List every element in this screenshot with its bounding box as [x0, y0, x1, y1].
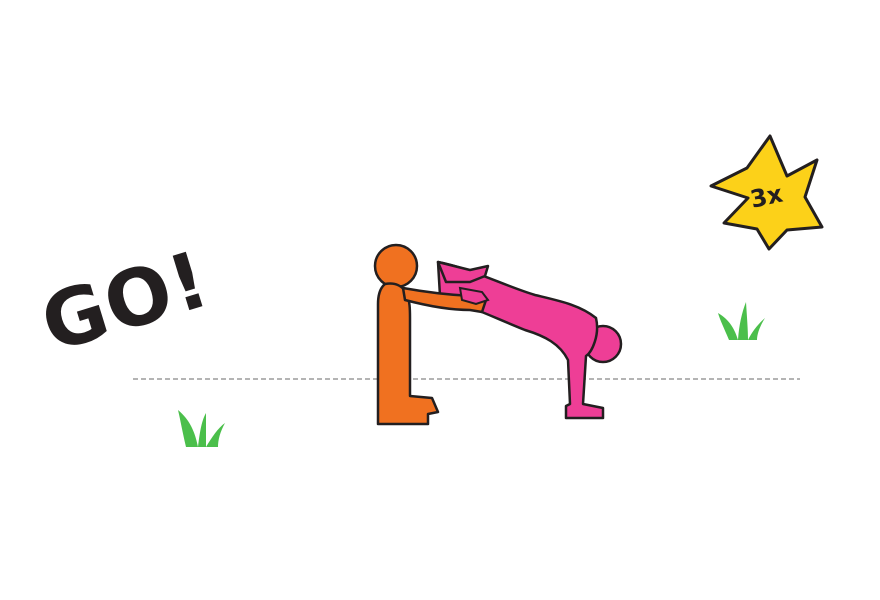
grass-icon [718, 302, 765, 340]
standing-figure-arms [401, 286, 488, 314]
clasped-hands [458, 286, 490, 306]
bridge-figure [436, 260, 623, 420]
standing-figure-head [373, 243, 419, 289]
standing-figure [373, 243, 488, 426]
repeat-badge: 3x [709, 134, 824, 251]
grass-icon [178, 410, 225, 447]
repeat-count: 3x [748, 180, 786, 214]
bridge-figure-arms [436, 260, 490, 284]
headline-go: GO! [32, 235, 220, 370]
star-icon [709, 134, 824, 251]
bridge-figure-body [436, 260, 605, 420]
standing-figure-body [376, 282, 440, 426]
